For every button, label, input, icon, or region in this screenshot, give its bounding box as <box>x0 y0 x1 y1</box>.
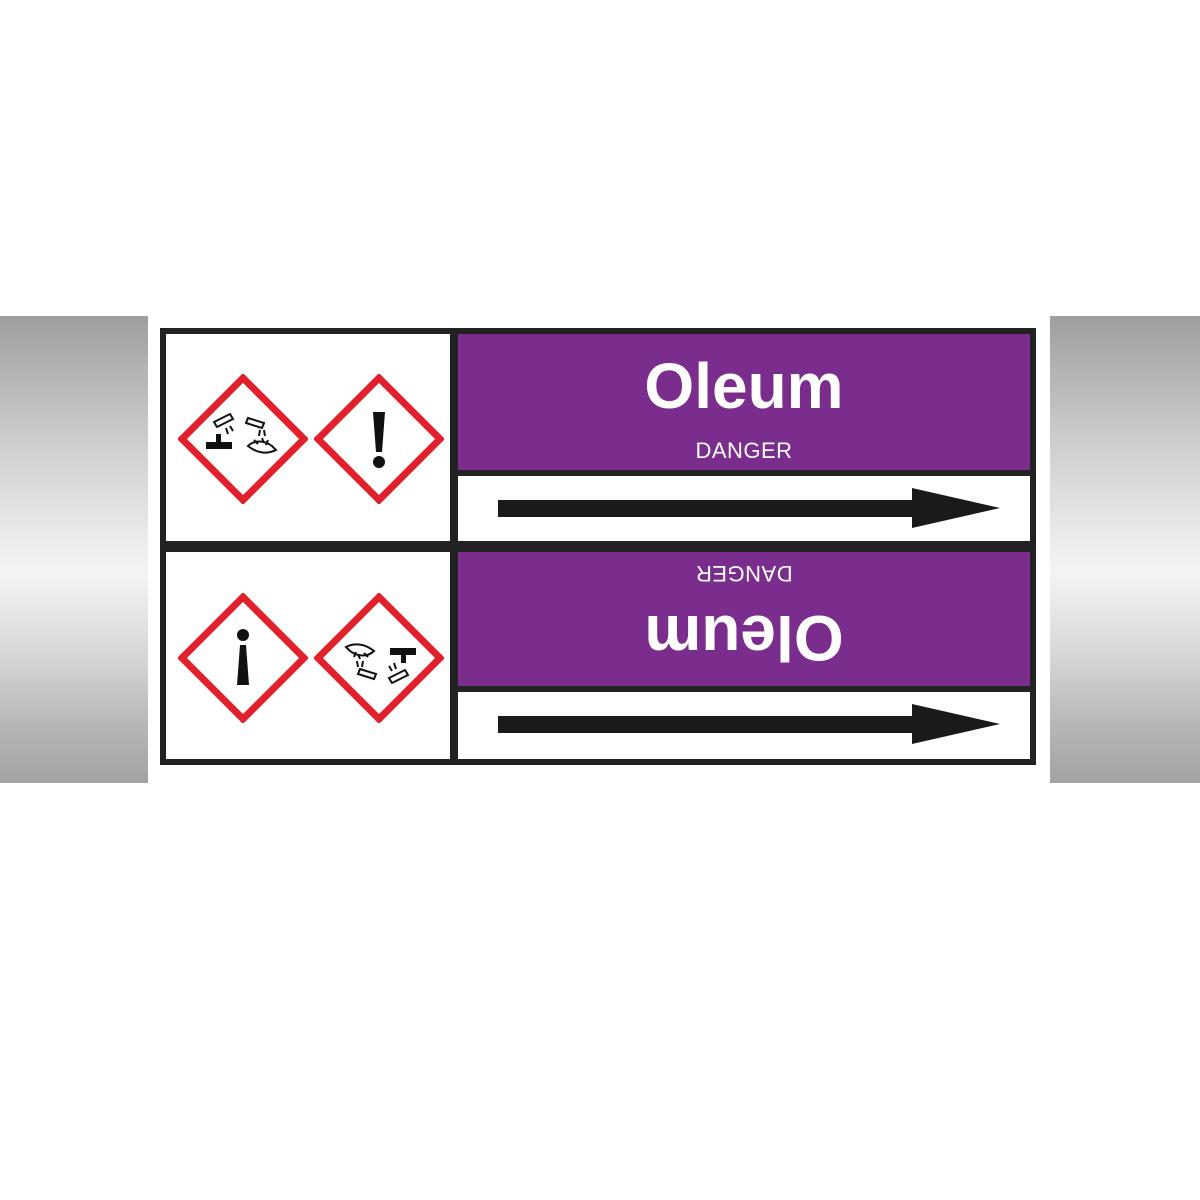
medium-name-inverted: Oleum <box>644 602 844 674</box>
pictogram-cell-top <box>166 334 450 541</box>
medium-band-bottom: Oleum DANGER <box>458 552 1030 686</box>
medium-band-top: Oleum DANGER <box>458 334 1030 470</box>
exclamation-mark-icon <box>178 593 308 723</box>
corrosion-icon <box>178 374 308 504</box>
flow-arrow-right-icon <box>498 488 1000 528</box>
pipe-marker-label: Oleum DANGER <box>148 316 1050 783</box>
flow-arrow-right-icon <box>498 704 1000 744</box>
signal-word: DANGER <box>695 438 793 463</box>
signal-word-inverted: DANGER <box>695 561 793 586</box>
pictogram-cell-bottom <box>166 552 450 759</box>
medium-name: Oleum <box>644 350 844 422</box>
flow-arrow-cell-top <box>458 476 1030 541</box>
label-frame: Oleum DANGER <box>160 328 1036 765</box>
flow-arrow-cell-bottom <box>458 692 1030 759</box>
corrosion-icon <box>314 593 444 723</box>
exclamation-mark-icon <box>314 374 444 504</box>
